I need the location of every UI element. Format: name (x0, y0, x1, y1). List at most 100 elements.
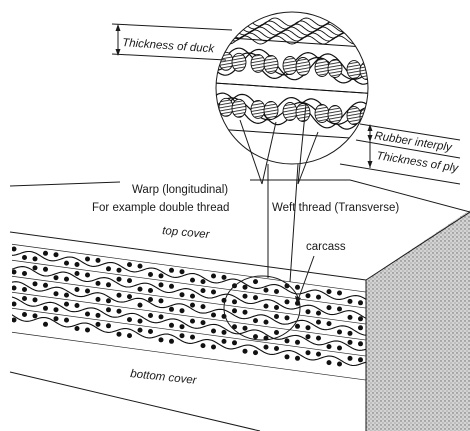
warp-thread-dot (190, 319, 195, 324)
ply-weft-thread (10, 297, 370, 351)
warp-thread-dot (285, 315, 290, 320)
warp-thread-dot (64, 261, 69, 266)
warp-thread-dot (138, 264, 143, 269)
warp-thread-dot (190, 294, 195, 299)
mag-warp-section (283, 57, 297, 75)
warp-thread-dot (306, 325, 311, 330)
warp-thread-dot (54, 275, 59, 280)
warp-thread-dot (180, 308, 185, 313)
warp-thread-dot (243, 326, 248, 331)
warp-thread-dot (274, 346, 279, 351)
warp-thread-dot (159, 298, 164, 303)
warp-thread-dot (201, 279, 206, 284)
warp-thread-dot (169, 339, 174, 344)
warp-thread-dot (117, 268, 122, 273)
warp-thread-dot (348, 315, 353, 320)
warp-thread-dot (85, 289, 90, 294)
warp-thread-dot (106, 266, 111, 271)
warp-thread-dot (12, 286, 17, 291)
warp-thread-dot (327, 344, 332, 349)
warp-thread-dot (327, 289, 332, 294)
mag-warp-section (219, 98, 233, 116)
warp-thread-dot (127, 317, 132, 322)
mag-warp-section (264, 55, 278, 73)
warp-thread-dot (148, 329, 153, 334)
thickness-of-duck-label: Thickness of duck (122, 37, 216, 55)
warp-thread-dot (75, 303, 80, 308)
warp-thread-dot (201, 343, 206, 348)
mag-warp-section (232, 99, 246, 117)
warp-thread-dot (12, 247, 17, 252)
warp-thread-dot (337, 362, 342, 367)
mag-warp-section (315, 105, 329, 123)
ply-weft-thread (10, 314, 370, 366)
warp-thread-dot (190, 335, 195, 340)
warp-thread-dot (327, 321, 332, 326)
warp-thread-dot (33, 313, 38, 318)
warp-thread-dot (33, 265, 38, 270)
warp-thread-dot (96, 281, 101, 286)
warp-thread-dot (85, 273, 90, 278)
warp-thread-dot (22, 255, 27, 260)
warp-thread-dot (117, 309, 122, 314)
warp-thread-dot (43, 251, 48, 256)
warp-thread-dot (33, 281, 38, 286)
warp-thread-dot (253, 295, 258, 300)
ply-boundary (10, 308, 370, 357)
warp-thread-dot (316, 320, 321, 325)
warp-thread-dot (306, 309, 311, 314)
warp-thread-dot (33, 256, 38, 261)
mag-warp-section (328, 106, 342, 124)
warp-thread-dot (117, 332, 122, 337)
carcass-label: carcass (306, 241, 346, 253)
warp-thread-dot (274, 305, 279, 310)
warp-thread-dot (243, 310, 248, 315)
warp-thread-dot (169, 284, 174, 289)
warp-thread-dot (306, 350, 311, 355)
warp-thread-dot (274, 314, 279, 319)
warp-thread-dot (358, 357, 363, 362)
warp-thread-dot (54, 316, 59, 321)
warp-thread-dot (106, 323, 111, 328)
warp-thread-dot (85, 257, 90, 262)
warp-thread-dot (75, 262, 80, 267)
warp-thread-dot (264, 320, 269, 325)
mag-warp-section (347, 107, 361, 125)
warp-thread-dot (201, 320, 206, 325)
warp-thread-dot (348, 299, 353, 304)
warp-thread-dot (159, 282, 164, 287)
warp-thread-dot (201, 304, 206, 309)
warp-thread-dot (253, 279, 258, 284)
mag-warp-section (251, 54, 265, 72)
warp-thread-dot (264, 304, 269, 309)
warp-thread-dot (337, 346, 342, 351)
warp-thread-dot (337, 307, 342, 312)
warp-thread-dot (243, 349, 248, 354)
warp-thread-dot (211, 313, 216, 318)
warp-thread-dot (180, 324, 185, 329)
warp-thread-dot (180, 292, 185, 297)
warp-thread-dot (22, 271, 27, 276)
warp-thread-dot (12, 270, 17, 275)
warp-thread-dot (12, 302, 17, 307)
ply-dimensions: Rubber interply Thickness of ply (340, 124, 460, 184)
double-thread-label: For example double thread (92, 202, 229, 214)
warp-thread-dot (96, 258, 101, 263)
warp-thread-dot (85, 328, 90, 333)
warp-thread-dot (22, 312, 27, 317)
warp-thread-dot (190, 303, 195, 308)
mag-warp-section (296, 104, 310, 122)
mag-warp-section (283, 103, 297, 121)
warp-label: Warp (longitudinal) (132, 184, 228, 196)
warp-thread-dot (358, 316, 363, 321)
warp-thread-dot (222, 275, 227, 280)
warp-thread-dot (180, 269, 185, 274)
warp-thread-dot (232, 340, 237, 345)
warp-thread-dot (285, 299, 290, 304)
mag-warp-section (347, 61, 361, 79)
warp-thread-dot (348, 331, 353, 336)
warp-thread-dot (222, 330, 227, 335)
warp-thread-dot (243, 294, 248, 299)
warp-thread-dot (211, 290, 216, 295)
